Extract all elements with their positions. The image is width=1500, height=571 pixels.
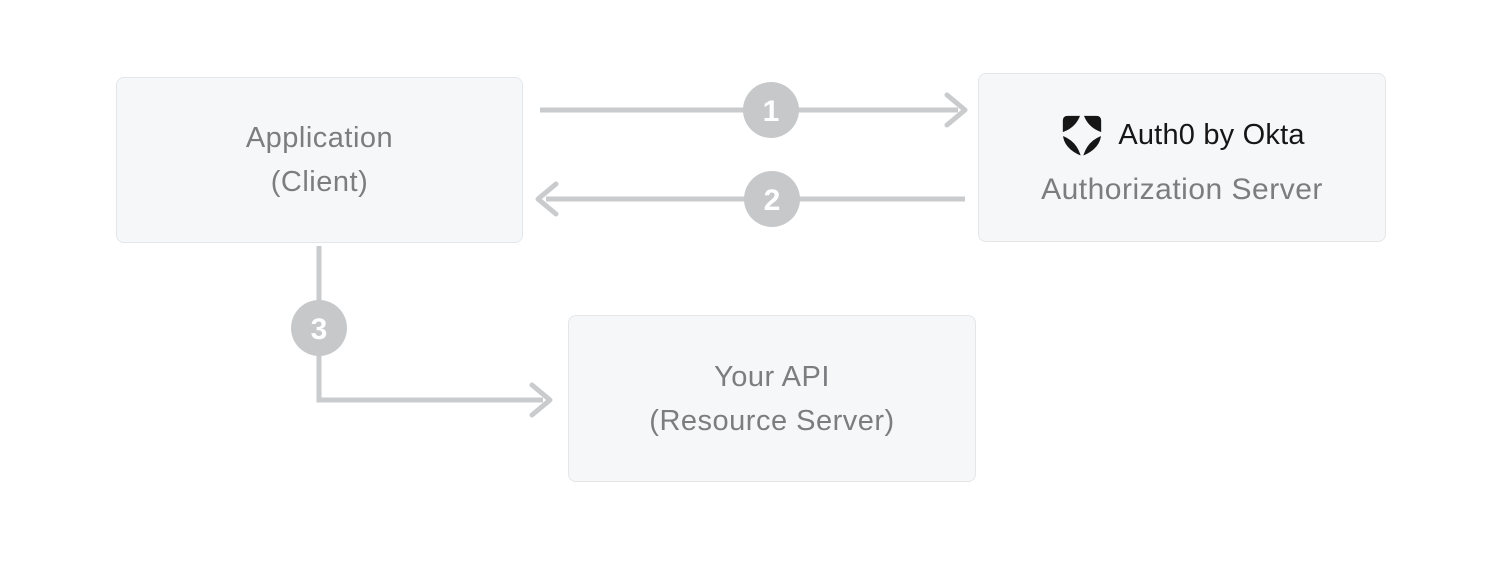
arrow-right-icon xyxy=(944,92,968,128)
node-your-api-subtitle: (Resource Server) xyxy=(649,404,895,437)
node-application-subtitle: (Client) xyxy=(270,166,369,198)
arrow-step-3: 3 xyxy=(291,246,553,418)
auth0-shield-icon xyxy=(1059,110,1106,159)
arrow-left-icon xyxy=(535,181,559,217)
step-badge-2 xyxy=(744,171,800,227)
step-number-3: 3 xyxy=(311,313,328,346)
step-badge-1 xyxy=(743,82,799,138)
auth0-logo-text: Auth0 by Okta xyxy=(1118,118,1305,151)
step-number-1: 1 xyxy=(763,95,780,128)
node-your-api: Your API (Resource Server) xyxy=(568,315,976,482)
node-application: Application (Client) xyxy=(116,77,523,243)
node-your-api-title: Your API xyxy=(714,360,830,393)
node-authorization-server-title: Authorization Server xyxy=(1041,172,1323,206)
auth0-logo: Auth0 by Okta xyxy=(1059,110,1305,159)
node-application-title: Application xyxy=(245,122,394,154)
arrow-right-icon xyxy=(529,382,553,418)
step-badge-3 xyxy=(291,300,347,356)
step-number-2: 2 xyxy=(764,184,781,217)
arrow-step-2: 2 xyxy=(535,171,965,227)
node-authorization-server: Auth0 by Okta Authorization Server xyxy=(978,73,1386,242)
arrow-step-1: 1 xyxy=(540,82,968,138)
